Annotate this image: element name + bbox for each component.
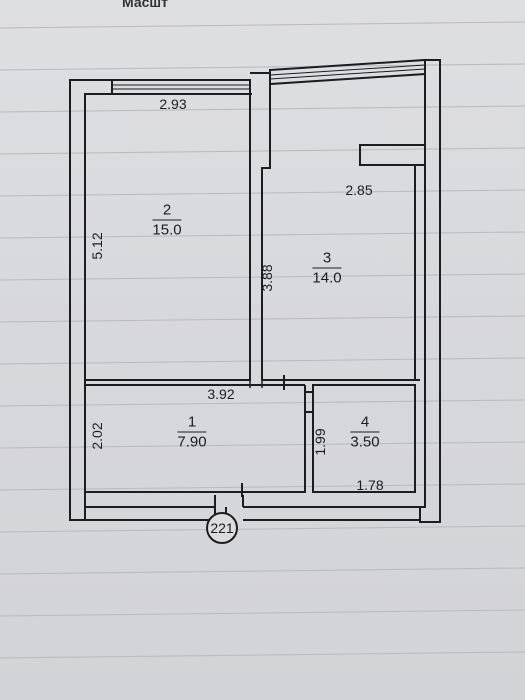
header-fragment: Масшт	[122, 0, 168, 10]
room-1-area: 7.90	[177, 431, 207, 451]
room-2-area: 15.0	[152, 219, 182, 239]
plan-number-badge: 221	[206, 512, 238, 544]
room-3-area: 14.0	[312, 267, 342, 287]
dim-room3-width: 2.85	[345, 182, 373, 198]
dim-room3-height: 3.88	[259, 264, 275, 292]
room-3-number: 3	[322, 249, 332, 267]
plan-number: 221	[210, 520, 234, 536]
room-2-number: 2	[162, 201, 172, 219]
outer-wall-left	[69, 79, 113, 521]
outer-wall-right	[419, 59, 441, 523]
room-4-area: 3.50	[350, 431, 380, 451]
balcony-notch	[359, 144, 426, 166]
room1-walls	[84, 385, 306, 493]
dim-room1-width: 3.92	[207, 386, 235, 402]
dim-room2-width: 2.93	[159, 96, 187, 112]
outer-wall-top-left-window	[112, 79, 251, 95]
room-1-number: 1	[187, 413, 197, 431]
room4-walls	[312, 384, 416, 493]
room-2-label: 2 15.0	[152, 201, 182, 239]
room-1-label: 1 7.90	[177, 413, 207, 451]
dim-room4-width: 1.78	[356, 477, 384, 493]
room-4-number: 4	[360, 413, 370, 431]
outer-wall-top-right-window	[269, 58, 426, 86]
partition-core	[250, 72, 271, 380]
dim-room4-height: 1.99	[312, 428, 328, 456]
room-4-label: 4 3.50	[350, 413, 380, 451]
dim-room1-height: 2.02	[89, 422, 105, 450]
dim-room2-height: 5.12	[89, 232, 105, 260]
outer-wall-bottom	[85, 506, 216, 521]
room-3-label: 3 14.0	[312, 249, 342, 287]
